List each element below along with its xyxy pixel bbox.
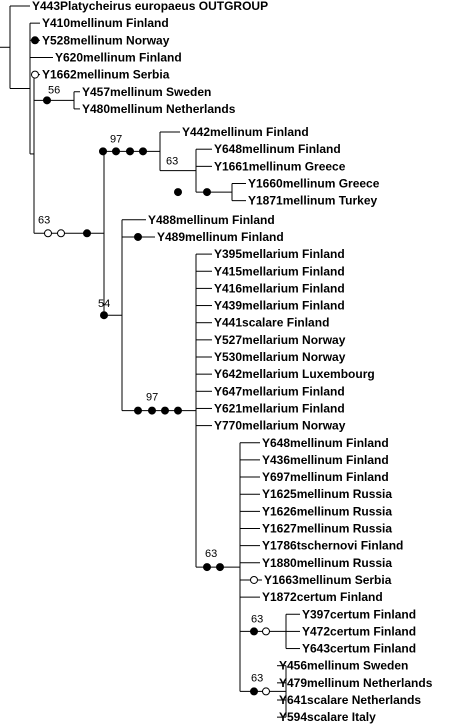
filled-state-marker xyxy=(100,311,108,320)
taxon-label: Y442mellinum Finland xyxy=(182,125,309,139)
open-state-marker xyxy=(250,575,258,584)
filled-state-marker xyxy=(126,147,134,156)
taxon-label: Y410mellinum Finland xyxy=(42,16,169,30)
open-state-marker xyxy=(57,229,65,238)
taxon-label: Y621mellarium Finland xyxy=(214,401,345,415)
support-value: 97 xyxy=(146,392,158,404)
taxon-labels: Y443Platycheirus europaeus OUTGROUP Y410m… xyxy=(32,0,433,724)
support-value: 56 xyxy=(48,84,60,96)
taxon-label: Y530mellarium Norway xyxy=(214,350,346,364)
taxon-label: Y620mellinum Finland xyxy=(55,50,182,64)
taxon-label: Y1880mellinum Russia xyxy=(262,556,392,570)
taxon-label: Y479mellinum Netherlands xyxy=(279,676,433,690)
taxon-label: Y770mellarium Norway xyxy=(214,419,346,433)
filled-state-marker xyxy=(250,687,258,696)
filled-state-marker xyxy=(174,406,182,415)
taxon-label: Y1662mellinum Serbia xyxy=(42,68,170,82)
filled-state-marker xyxy=(139,147,147,156)
taxon-label: Y395mellarium Finland xyxy=(214,247,345,261)
filled-state-marker xyxy=(216,563,224,572)
filled-state-marker xyxy=(148,406,156,415)
taxon-label: Y528mellinum Norway xyxy=(42,33,170,47)
support-value: 63 xyxy=(251,672,263,684)
taxon-label: Y416mellarium Finland xyxy=(214,281,345,295)
open-state-marker xyxy=(31,70,39,79)
taxon-label: Y642mellarium Luxembourg xyxy=(214,367,375,381)
support-value: 63 xyxy=(251,613,263,625)
filled-state-marker xyxy=(134,232,142,241)
taxon-label: Y439mellarium Finland xyxy=(214,299,345,313)
taxon-label: Y648mellinum Finland xyxy=(214,142,341,156)
character-markers xyxy=(31,36,270,696)
taxon-label: Y1786tschernovi Finland xyxy=(262,539,403,553)
filled-state-marker xyxy=(31,36,39,45)
filled-state-marker xyxy=(203,188,211,197)
taxon-label: Y643certum Finland xyxy=(302,642,416,656)
taxon-label: Y1663mellinum Serbia xyxy=(264,573,392,587)
filled-state-marker xyxy=(134,406,142,415)
taxon-label: Y1627mellinum Russia xyxy=(262,522,392,536)
taxon-label: Y1625mellinum Russia xyxy=(262,487,392,501)
support-value: 63 xyxy=(205,548,217,560)
taxon-label: Y1626mellinum Russia xyxy=(262,504,392,518)
support-value: 63 xyxy=(38,214,50,226)
support-value: 97 xyxy=(110,133,122,145)
filled-state-marker xyxy=(99,147,107,156)
support-value: 63 xyxy=(166,156,178,168)
taxon-label: Y1660mellinum Greece xyxy=(248,177,380,191)
open-state-marker xyxy=(44,229,52,238)
filled-state-marker xyxy=(161,406,169,415)
taxon-label: Y443Platycheirus europaeus OUTGROUP xyxy=(32,0,268,13)
taxon-label: Y488mellinum Finland xyxy=(148,213,275,227)
taxon-label: Y697mellinum Finland xyxy=(262,470,389,484)
taxon-label: Y1661mellinum Greece xyxy=(214,159,346,173)
taxon-label: Y472certum Finland xyxy=(302,624,416,638)
filled-state-marker xyxy=(83,229,91,238)
filled-state-marker xyxy=(174,188,182,197)
taxon-label: Y436mellinum Finland xyxy=(262,453,389,467)
taxon-label: Y457mellinum Sweden xyxy=(82,85,211,99)
taxon-label: Y441scalare Finland xyxy=(214,316,329,330)
support-values: 56 97 63 63 54 97 63 63 63 xyxy=(38,84,263,684)
taxon-label: Y648mellinum Finland xyxy=(262,436,389,450)
support-value: 54 xyxy=(98,298,110,310)
filled-state-marker xyxy=(250,627,258,636)
taxon-label: Y647mellarium Finland xyxy=(214,384,345,398)
taxon-label: Y1871mellinum Turkey xyxy=(248,194,377,208)
filled-state-marker xyxy=(203,563,211,572)
taxon-label: Y480mellinum Netherlands xyxy=(82,102,236,116)
taxon-label: Y594scalare Italy xyxy=(279,710,376,724)
taxon-label: Y456mellinum Sweden xyxy=(279,659,408,673)
open-state-marker xyxy=(262,687,270,696)
taxon-label: Y527mellarium Norway xyxy=(214,333,346,347)
filled-state-marker xyxy=(112,147,120,156)
taxon-label: Y415mellarium Finland xyxy=(214,264,345,278)
taxon-label: Y641scalare Netherlands xyxy=(279,693,421,707)
taxon-label: Y397certum Finland xyxy=(302,607,416,621)
taxon-label: Y1872certum Finland xyxy=(262,590,383,604)
open-state-marker xyxy=(262,627,270,636)
taxon-label: Y489mellinum Finland xyxy=(157,230,284,244)
filled-state-marker xyxy=(43,96,51,105)
